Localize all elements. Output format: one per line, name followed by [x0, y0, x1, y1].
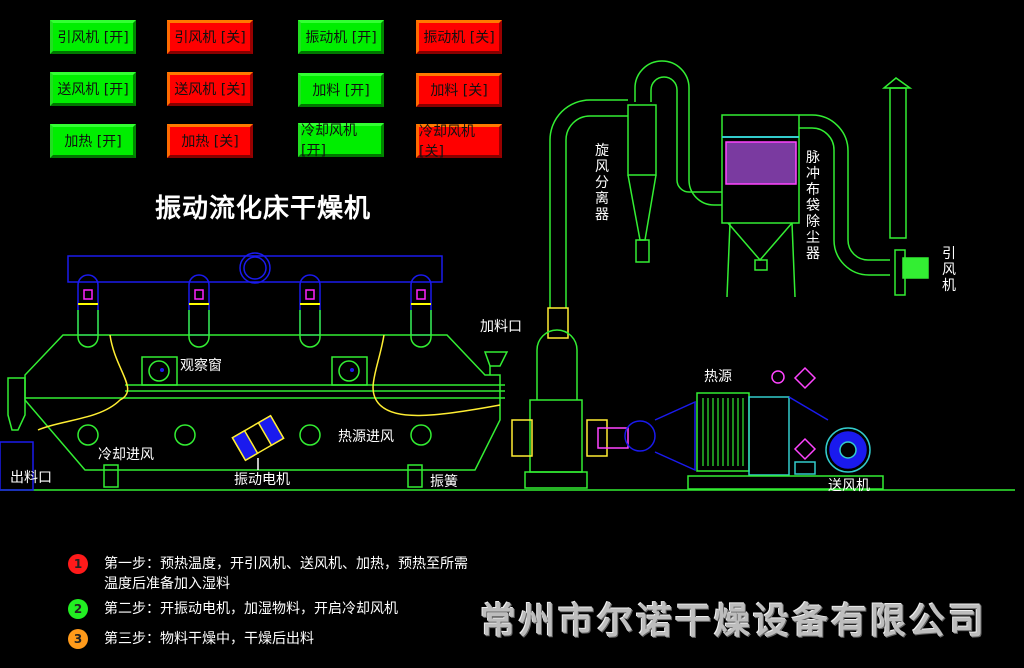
cooling-fan-on-button[interactable]: 冷却风机 [开]: [298, 123, 384, 159]
cooling-inlet-label: 冷却进风: [98, 447, 154, 463]
flex-seal-left: [37, 334, 129, 431]
air-inlet: [410, 424, 432, 446]
diagram-title: 振动流化床干燥机: [155, 194, 372, 224]
cyclone: [627, 104, 657, 176]
induced-fan-label: 引风机: [942, 246, 956, 294]
step-1-text: 第一步：预热温度，开引风机、送风机、加热，预热至所需温度后准备加入湿料: [104, 556, 468, 592]
step-2: 2 第二步：开振动电机，加湿物料，开启冷却风机: [68, 599, 474, 619]
spring-label: 振簧: [430, 474, 458, 490]
blower-label: 送风机: [828, 478, 870, 494]
vibrator-on-button[interactable]: 振动机 [开]: [298, 20, 384, 54]
induced-fan-off-button[interactable]: 引风机 [关]: [167, 20, 253, 54]
riser-duct: [549, 99, 628, 308]
step-3: 3 第三步：物料干燥中，干燥后出料: [68, 629, 474, 649]
feed-off-button[interactable]: 加料 [关]: [416, 73, 502, 107]
feed-on-button[interactable]: 加料 [开]: [298, 73, 384, 107]
induced-fan-motor: [902, 257, 929, 279]
stack-cap: [881, 77, 913, 89]
feed-column: [536, 329, 578, 400]
heat-source-label: 热源: [704, 369, 732, 385]
heat-source-base: [687, 475, 884, 490]
manifold-port: [239, 252, 271, 284]
valve-bottom: [793, 437, 817, 461]
blower-fan: [825, 427, 871, 473]
observation-window-left: [141, 356, 178, 386]
feed-inlet-label: 加料口: [480, 319, 522, 335]
step-2-text: 第二步：开振动电机，加湿物料，开启冷却风机: [104, 601, 398, 617]
step-2-badge: 2: [68, 599, 88, 619]
discharge-bin: [0, 441, 34, 491]
cyclone-label: 旋风分离器: [595, 143, 609, 223]
air-inlet: [174, 424, 196, 446]
air-inlet: [77, 424, 99, 446]
observation-window-right: [331, 356, 368, 386]
heating-off-button[interactable]: 加热 [关]: [167, 124, 253, 158]
filter-bags: [725, 141, 797, 185]
blower-off-button[interactable]: 送风机 [关]: [167, 72, 253, 106]
spring-left: [103, 464, 119, 488]
cooling-fan-off-button[interactable]: 冷却风机 [关]: [416, 124, 502, 160]
step-1-badge: 1: [68, 554, 88, 574]
step-3-badge: 3: [68, 629, 88, 649]
vibrator-off-button[interactable]: 振动机 [关]: [416, 20, 502, 54]
exhaust-stack: [889, 87, 907, 239]
vibration-motor-label: 振动电机: [234, 472, 290, 488]
company-name: 常州市尔诺干燥设备有限公司: [480, 601, 988, 642]
valve-top: [793, 366, 817, 390]
heating-on-button[interactable]: 加热 [开]: [50, 124, 136, 158]
bag-filter: [721, 114, 800, 224]
feed-hopper: [483, 351, 509, 367]
step-3-text: 第三步：物料干燥中，干燥后出料: [104, 631, 314, 647]
blower-on-button[interactable]: 送风机 [开]: [50, 72, 136, 106]
discharge-label: 出料口: [10, 470, 52, 486]
air-manifold: [67, 255, 443, 283]
exhaust-ducts: [77, 274, 432, 348]
heat-inlet-label: 热源进风: [338, 429, 394, 445]
induced-fan-on-button[interactable]: 引风机 [开]: [50, 20, 136, 54]
spring-right: [407, 464, 423, 488]
flex-seal-right: [372, 334, 501, 417]
radiator: [748, 396, 790, 476]
vibration-motor: [231, 414, 285, 462]
step-1: 1 第一步：预热温度，开引风机、送风机、加热，预热至所需温度后准备加入湿料: [68, 554, 474, 594]
bag-filter-label: 脉冲布袋除尘器: [806, 150, 820, 262]
observation-window-label: 观察窗: [180, 358, 222, 374]
air-inlet: [299, 424, 321, 446]
pressure-gauge: [771, 370, 785, 384]
